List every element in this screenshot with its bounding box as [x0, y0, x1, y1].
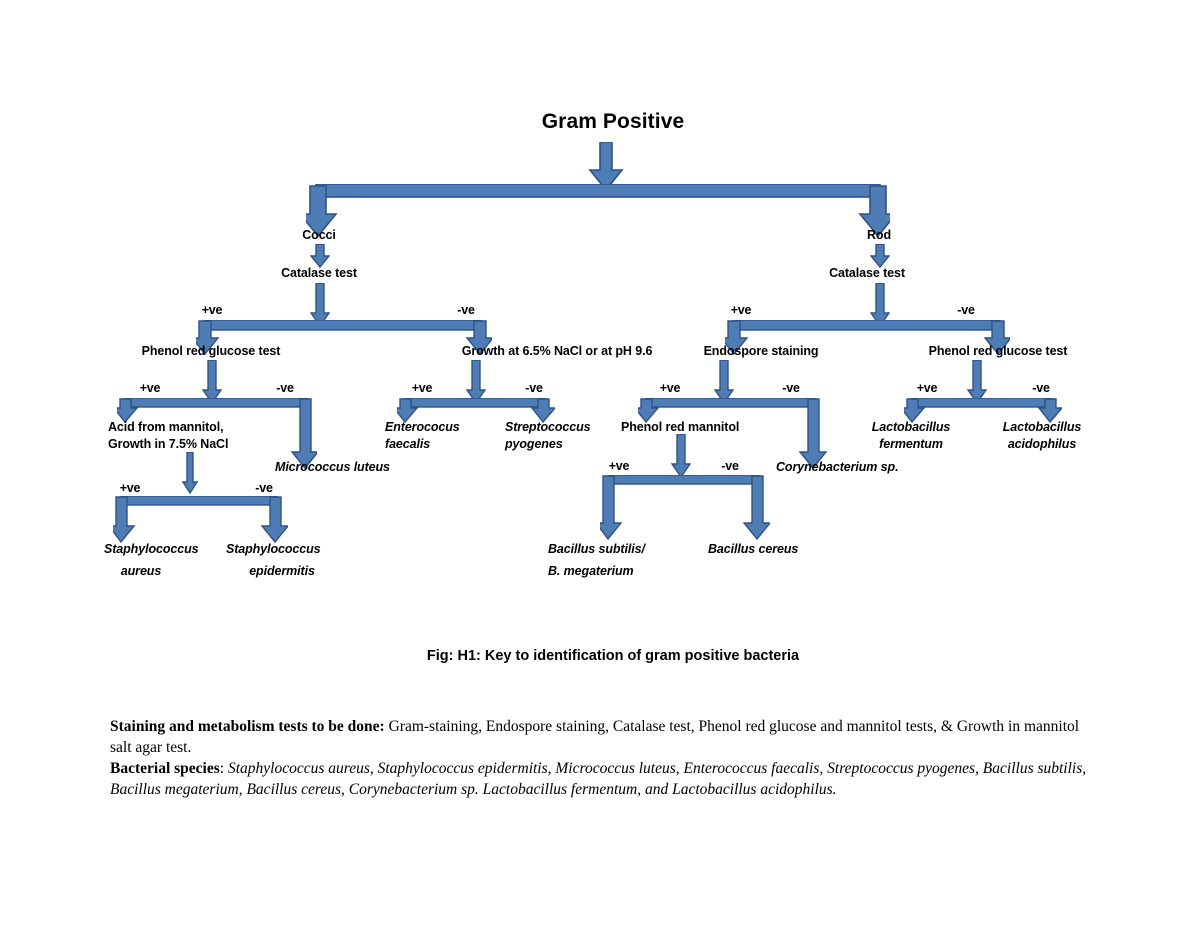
- note-species-colon: :: [219, 760, 225, 777]
- branch-label-cocci-catalase-pos: +ve: [201, 303, 223, 317]
- note-tests-body: Gram-staining, Endospore staining, Catal…: [110, 718, 1080, 756]
- branch-label-growth-nacl-pos: +ve: [411, 381, 433, 395]
- node-phenol-red-glucose-cocci: Phenol red glucose test: [141, 344, 281, 358]
- arrow-phenol-glucose-rod-down: [967, 360, 987, 404]
- figure-caption: Fig: H1: Key to identification of gram p…: [426, 648, 800, 664]
- species-streptococcus-pyogenes-line2: pyogenes: [505, 437, 563, 451]
- species-corynebacterium-sp: Corynebacterium sp.: [776, 460, 899, 474]
- node-cocci: Cocci: [302, 228, 336, 242]
- branch-label-phenol-glucose-cocci-neg: -ve: [276, 381, 294, 395]
- branch-label-endospore-neg: -ve: [782, 381, 800, 395]
- species-lactobacillus-acidophilus-line1: Lactobacillus: [1002, 420, 1082, 434]
- species-staph-aureus-line2: aureus: [120, 564, 162, 578]
- connector-endospore-split: [638, 398, 828, 474]
- branch-label-phenol-glucose-rod-pos: +ve: [916, 381, 938, 395]
- species-lactobacillus-fermentum-line1: Lactobacillus: [871, 420, 951, 434]
- note-tests-paragraph: Staining and metabolism tests to be done…: [110, 716, 1100, 758]
- species-streptococcus-pyogenes-line1: Streptococcus: [505, 420, 591, 434]
- branch-label-endospore-pos: +ve: [659, 381, 681, 395]
- node-acid-mannitol-line1: Acid from mannitol,: [108, 420, 224, 434]
- arrow-acid-mannitol-down: [182, 452, 198, 494]
- note-species-body: Staphylococcus aureus, Staphylococcus ep…: [110, 760, 1087, 798]
- arrow-endospore-down: [714, 360, 734, 404]
- arrow-growth-nacl-down: [466, 360, 486, 404]
- species-staph-epidermitis-line1: Staphylococcus: [226, 542, 321, 556]
- species-lactobacillus-acidophilus-line2: acidophilus: [1007, 437, 1077, 451]
- connector-cocci-catalase-split: [196, 320, 492, 364]
- node-catalase-test-cocci: Catalase test: [281, 266, 357, 280]
- node-acid-mannitol-line2: Growth in 7.5% NaCl: [108, 437, 229, 451]
- branch-label-phenol-glucose-cocci-pos: +ve: [139, 381, 161, 395]
- branch-label-rod-catalase-neg: -ve: [957, 303, 975, 317]
- arrow-root-down: [588, 142, 624, 192]
- connector-level1-split: [306, 184, 890, 240]
- node-endospore-staining: Endospore staining: [703, 344, 819, 358]
- connector-phenol-mannitol-split: [600, 475, 770, 547]
- species-staph-epidermitis-line2: epidermitis: [249, 564, 315, 578]
- branch-label-rod-catalase-pos: +ve: [730, 303, 752, 317]
- connector-growth-nacl-split: [397, 398, 555, 434]
- connector-phenol-glucose-cocci-split: [117, 398, 317, 474]
- arrow-phenol-mannitol-down: [671, 434, 691, 478]
- species-enterococus-faecalis-line2: faecalis: [385, 437, 431, 451]
- node-rod: Rod: [867, 228, 891, 242]
- node-catalase-test-rod: Catalase test: [829, 266, 905, 280]
- branch-label-growth-nacl-neg: -ve: [525, 381, 543, 395]
- branch-label-phenol-mannitol-neg: -ve: [721, 459, 739, 473]
- species-micrococcus-luteus: Micrococcus luteus: [275, 460, 390, 474]
- branch-label-acid-mannitol-pos: +ve: [119, 481, 141, 495]
- note-species-paragraph: Bacterial species: Staphylococcus aureus…: [110, 758, 1100, 800]
- arrow-phenol-glucose-cocci-down: [202, 360, 222, 404]
- species-lactobacillus-fermentum-line2: fermentum: [879, 437, 943, 451]
- arrow-cocci-to-catalase: [310, 244, 330, 268]
- connector-phenol-glucose-rod-split: [904, 398, 1062, 434]
- branch-label-phenol-glucose-rod-neg: -ve: [1032, 381, 1050, 395]
- connector-acid-mannitol-split: [113, 496, 288, 548]
- species-bacillus-subtilis-line2: B. megaterium: [548, 564, 634, 578]
- note-tests-heading: Staining and metabolism tests to be done…: [110, 718, 385, 735]
- species-enterococus-faecalis-line1: Enterococus: [385, 420, 460, 434]
- node-growth-nacl-ph: Growth at 6.5% NaCl or at pH 9.6: [461, 344, 653, 358]
- branch-label-phenol-mannitol-pos: +ve: [608, 459, 630, 473]
- node-phenol-red-glucose-rod: Phenol red glucose test: [928, 344, 1068, 358]
- node-phenol-red-mannitol: Phenol red mannitol: [621, 420, 740, 434]
- species-bacillus-subtilis-line1: Bacillus subtilis/: [548, 542, 645, 556]
- note-species-heading: Bacterial species: [110, 760, 220, 777]
- species-bacillus-cereus: Bacillus cereus: [708, 542, 799, 556]
- branch-label-cocci-catalase-neg: -ve: [457, 303, 475, 317]
- branch-label-acid-mannitol-neg: -ve: [255, 481, 273, 495]
- arrow-rod-to-catalase: [870, 244, 890, 268]
- root-node-gram-positive: Gram Positive: [541, 110, 685, 133]
- connector-rod-catalase-split: [725, 320, 1010, 364]
- species-staph-aureus-line1: Staphylococcus: [104, 542, 199, 556]
